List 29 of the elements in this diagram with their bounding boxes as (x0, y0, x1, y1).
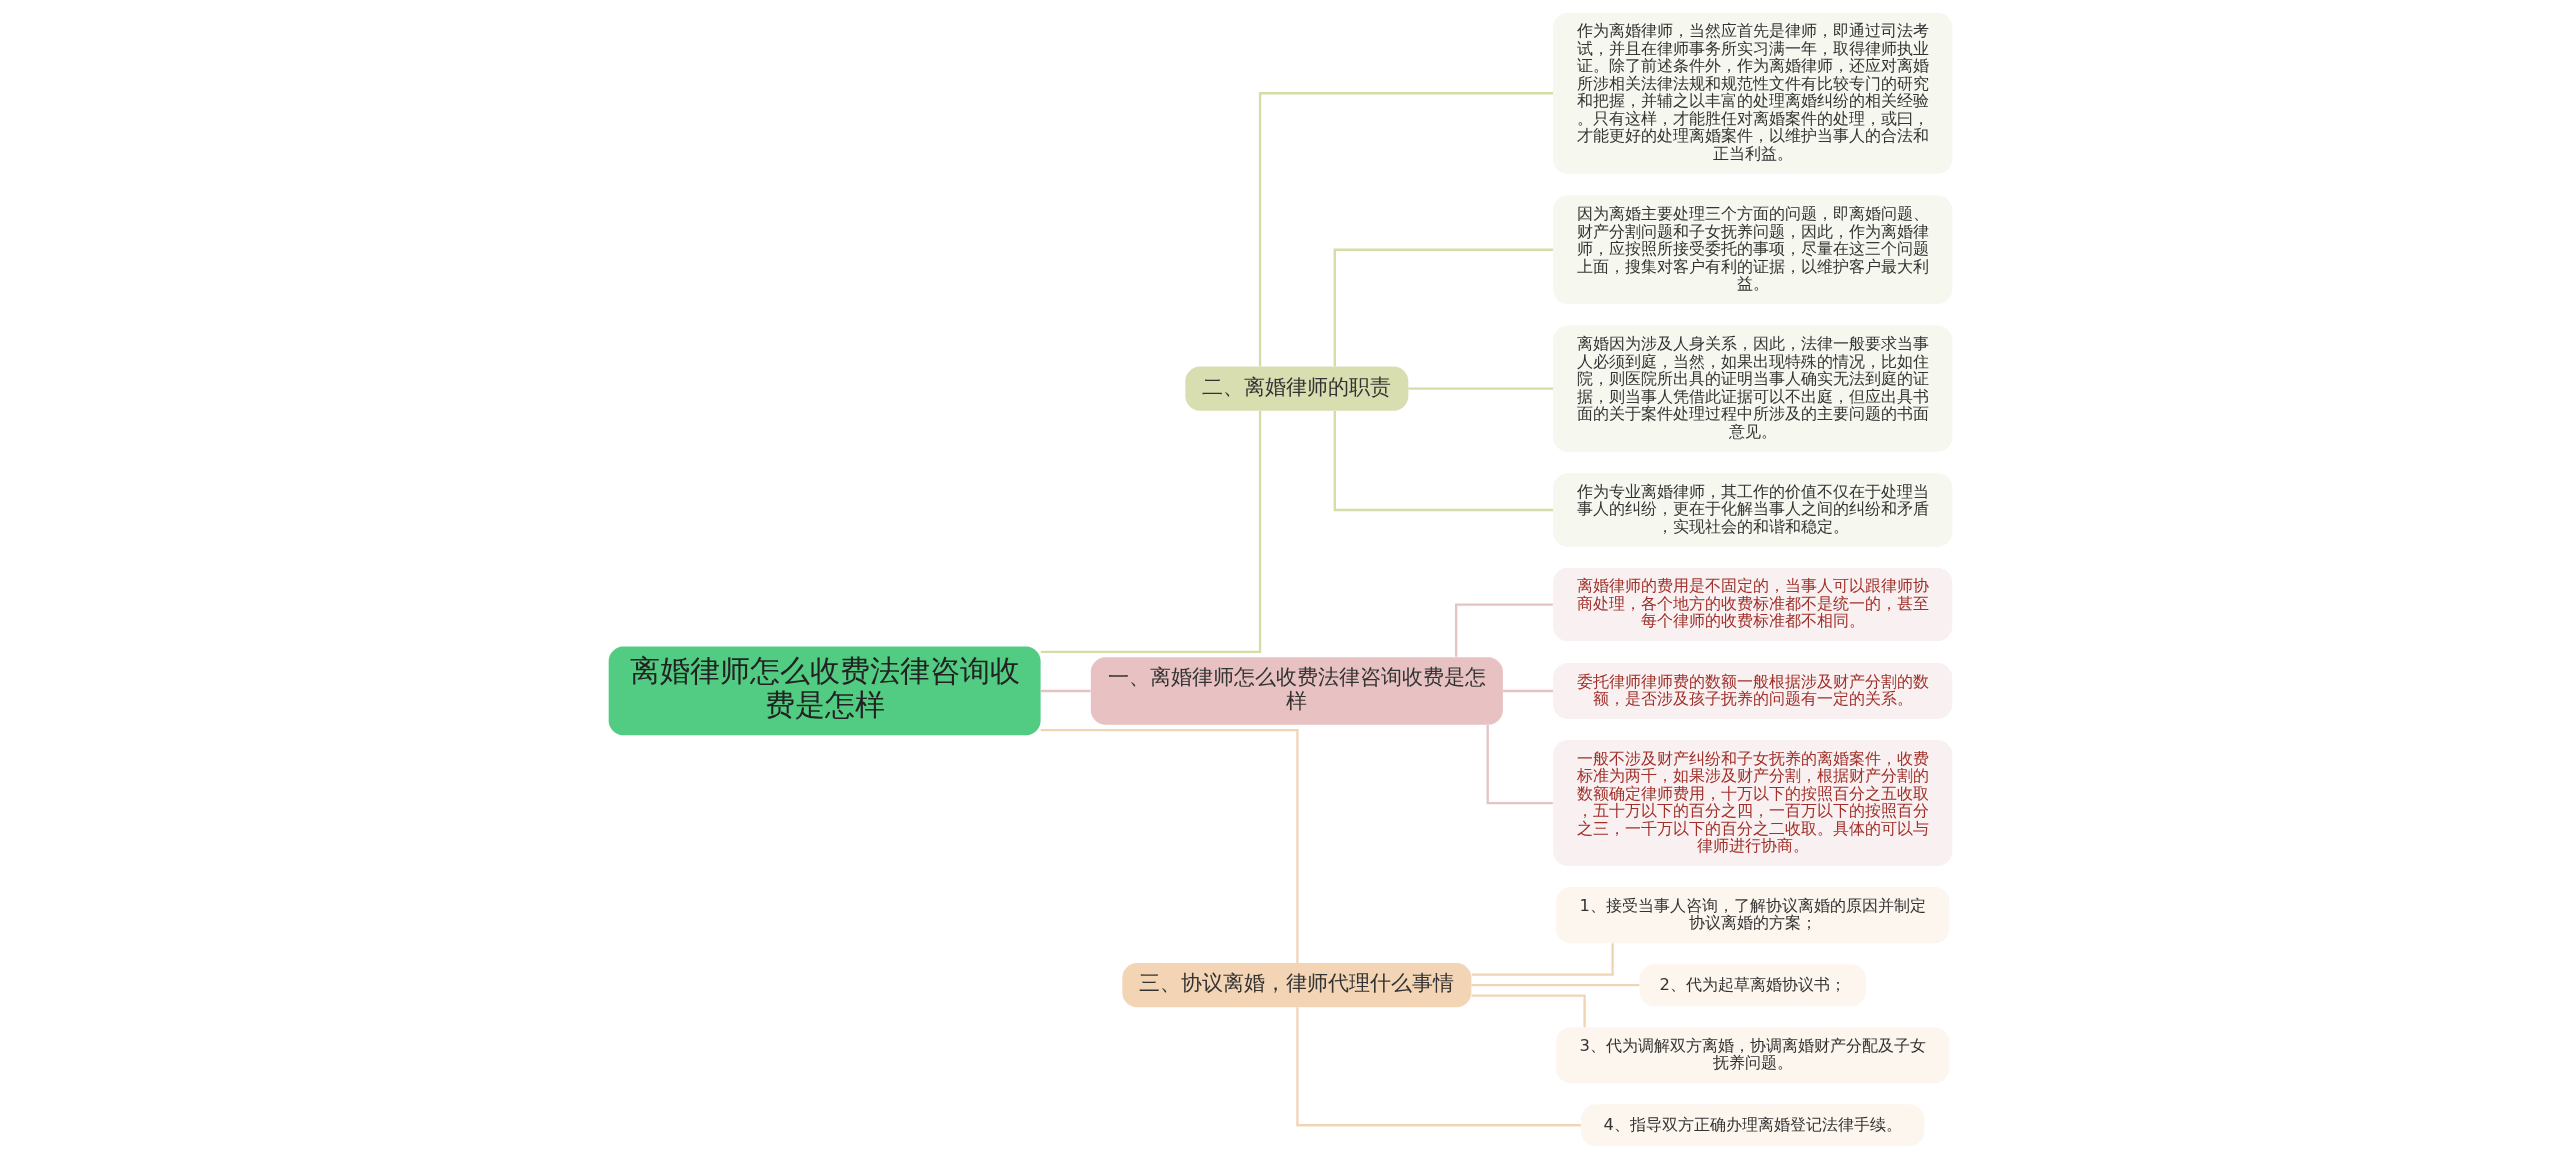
node-box: 三、协议离婚，律师代理什么事情 (1121, 963, 1471, 1008)
node-box: 一、离婚律师怎么收费法律咨询收费是怎样 (1090, 657, 1503, 725)
node-box: 一般不涉及财产纠纷和子女抚养的离婚案件，收费标准为两千，如果涉及财产分割，根据财产分割的数额确定律师费用，十万以下的按照百分之五收取，五十万以下的百分之四，一百万以下的按照百分之三，一千万以下的百分之二收取。具体的可以与律师进行协商。 (1552, 740, 1952, 867)
node-box: 离婚律师怎么收费法律咨询收费是怎样 (608, 646, 1041, 736)
connector (1454, 603, 1553, 657)
node-box: 作为离婚律师，当然应首先是律师，即通过司法考试，并且在律师事务所实习满一年，取得律师执业证。除了前述条件外，作为离婚律师，还应对离婚所涉相关法律法规和规范性文件有比较专门的研究和把握，并辅之以丰富的处理离婚纠纷的相关经验。只有这样，才能胜任对离婚案件的处理，或曰，才能更好的处理离婚案件，以维护当事人的合法和正当利益。 (1552, 12, 1952, 174)
node-box: 3、代为调解双方离婚，协调离婚财产分配及子女抚养问题。 (1555, 1027, 1949, 1084)
node-box: 2、代为起草离婚协议书； (1638, 964, 1866, 1007)
connector (1471, 994, 1586, 1028)
connector (1471, 943, 1614, 976)
connector (1040, 689, 1091, 693)
connector (1040, 411, 1261, 654)
connector (1407, 387, 1553, 390)
connector (1333, 410, 1553, 512)
node-box: 委托律师律师费的数额一般根据涉及财产分割的数额，是否涉及孩子抚养的问题有一定的关系。 (1552, 662, 1952, 719)
connector (1333, 248, 1553, 367)
connector (1502, 689, 1553, 693)
node-box: 4、指导双方正确办理离婚登记法律手续。 (1580, 1104, 1924, 1147)
node-box: 离婚因为涉及人身关系，因此，法律一般要求当事人必须到庭，当然，如果出现特殊的情况，比如住院，则医院所出具的证明当事人确实无法到庭的证据，则当事人凭借此证据可以不出庭，但应出具书面的关于案件处理过程中所涉及的主要问题的书面意见。 (1552, 325, 1952, 452)
connector (1040, 728, 1299, 963)
node-box: 离婚律师的费用是不固定的，当事人可以跟律师协商处理，各个地方的收费标准都不是统一的，甚至每个律师的收费标准都不相同。 (1552, 567, 1952, 642)
connector (1258, 92, 1553, 367)
node-box: 因为离婚主要处理三个方面的问题，即离婚问题、财产分割问题和子女抚养问题，因此，作为离婚律师，应按照所接受委托的事项，尽量在这三个问题上面，搜集对客户有利的证据，以维护客户最大利益。 (1552, 195, 1952, 304)
connector (1295, 1007, 1581, 1127)
node-box: 二、离婚律师的职责 (1184, 366, 1408, 411)
connector (1486, 724, 1553, 805)
node-box: 作为专业离婚律师，其工作的价值不仅在于处理当事人的纠纷，更在于化解当事人之间的纠纷和矛盾，实现社会的和谐和稳定。 (1552, 473, 1952, 547)
node-box: 1、接受当事人咨询，了解协议离婚的原因并制定协议离婚的方案； (1555, 887, 1949, 944)
connector (1470, 984, 1639, 987)
